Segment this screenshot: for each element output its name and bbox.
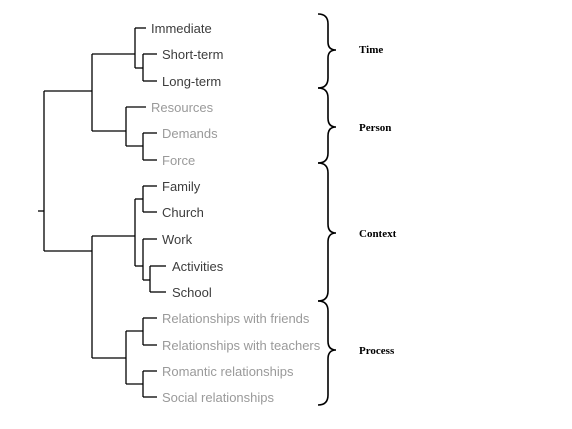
leaf-short-term: Short-term bbox=[162, 47, 223, 62]
leaf-force: Force bbox=[162, 153, 195, 168]
brace-person bbox=[317, 87, 337, 164]
leaf-demands: Demands bbox=[162, 126, 218, 141]
group-label-person: Person bbox=[359, 122, 391, 134]
brace-process bbox=[317, 300, 337, 406]
leaf-social-relationships: Social relationships bbox=[162, 390, 275, 405]
leaf-activities: Activities bbox=[172, 259, 224, 274]
leaf-relationships-with-friends: Relationships with friends bbox=[162, 311, 310, 326]
group-label-context: Context bbox=[359, 228, 397, 240]
leaf-work: Work bbox=[162, 232, 193, 247]
tree-lines bbox=[38, 27, 166, 398]
leaf-family: Family bbox=[162, 179, 201, 194]
leaf-resources: Resources bbox=[151, 100, 214, 115]
group-labels: Time Person Context Process bbox=[359, 44, 397, 357]
brace-context bbox=[317, 162, 337, 302]
leaf-relationships-with-teachers: Relationships with teachers bbox=[162, 338, 321, 353]
leaf-school: School bbox=[172, 285, 212, 300]
group-label-process: Process bbox=[359, 345, 395, 357]
group-label-time: Time bbox=[359, 44, 383, 56]
brace-time bbox=[317, 13, 337, 89]
leaf-romantic-relationships: Romantic relationships bbox=[162, 364, 294, 379]
leaf-immediate: Immediate bbox=[151, 21, 212, 36]
group-braces bbox=[317, 13, 337, 406]
leaf-church: Church bbox=[162, 205, 204, 220]
leaf-long-term: Long-term bbox=[162, 74, 221, 89]
leaf-labels: Immediate Short-term Long-term Resources… bbox=[151, 21, 321, 405]
